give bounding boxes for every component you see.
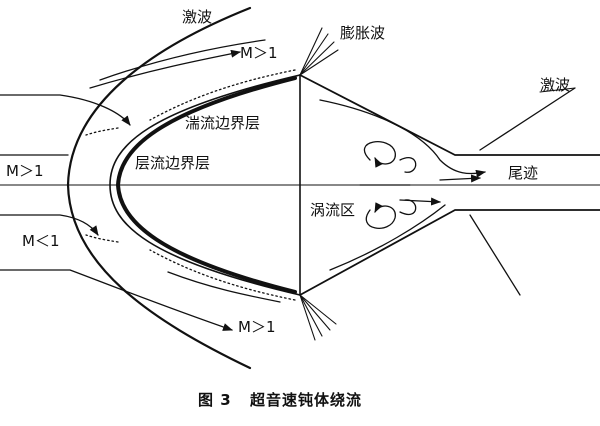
sonic-line-dots <box>85 127 119 243</box>
figure-number: 图 3 <box>198 391 232 409</box>
boundary-layer <box>116 76 297 294</box>
afterbody <box>299 74 600 296</box>
label-shock-right: 激波 <box>540 76 570 94</box>
label-wake: 尾迹 <box>508 164 538 182</box>
figure-title: 超音速钝体绕流 <box>249 391 362 409</box>
shock-label-leader <box>539 87 576 93</box>
trailing-shock-bottom <box>469 214 521 296</box>
vortices <box>363 141 417 229</box>
label-mach-bottom: M＞1 <box>238 318 276 336</box>
turbulent-layer-dots <box>149 69 296 301</box>
label-vortex-region: 涡流区 <box>310 201 355 219</box>
label-expansion-waves: 膨胀波 <box>340 24 385 42</box>
label-turbulent-boundary-layer: 湍流边界层 <box>185 114 260 132</box>
streamlines <box>0 39 281 331</box>
bow-shock <box>66 6 252 370</box>
expansion-fan-top <box>299 27 339 76</box>
label-mach-top: M＞1 <box>240 44 278 62</box>
trailing-shock-top <box>479 87 576 151</box>
label-shock-top: 激波 <box>182 8 212 26</box>
label-mach-left: M＞1 <box>6 162 44 180</box>
label-laminar-boundary-layer: 层流边界层 <box>135 154 210 172</box>
body-outline <box>109 74 301 296</box>
label-mach-less-than-one: M＜1 <box>22 232 60 250</box>
expansion-fan-bottom <box>299 294 337 341</box>
